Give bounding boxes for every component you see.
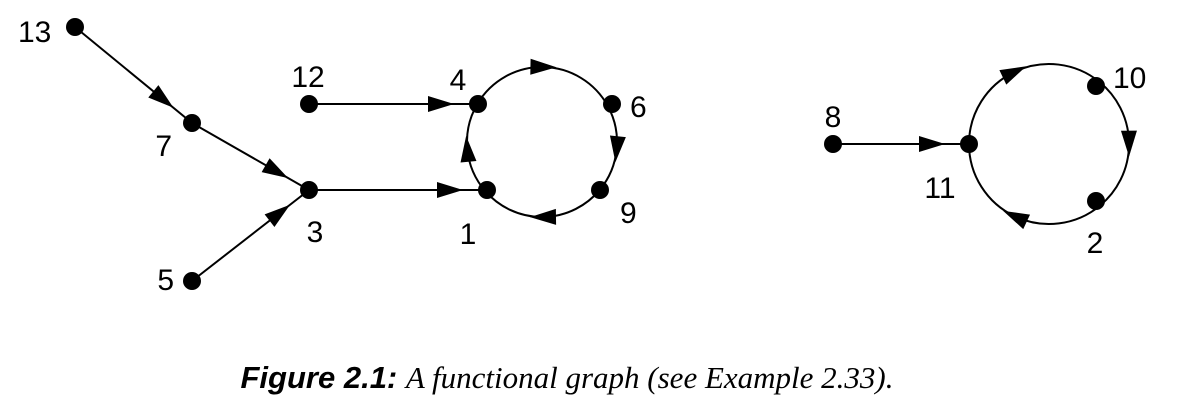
node-label: 8: [825, 101, 842, 134]
node-dot: [66, 18, 84, 36]
node-7: 7: [155, 114, 201, 163]
node-2: 2: [1087, 192, 1105, 260]
edge-line: [191, 122, 310, 191]
node-dot: [1087, 77, 1105, 95]
edge-arc: [1098, 81, 1130, 207]
node-label: 13: [18, 16, 51, 49]
functional-graph: 13 7 3 5 12 4 6 9 1 8 11 10 2: [18, 16, 1146, 297]
node-label: 1: [460, 218, 477, 251]
arrow-head: [428, 96, 454, 112]
edge-3-to-1: [309, 182, 487, 198]
node-5: 5: [157, 264, 201, 297]
node-label: 5: [157, 264, 174, 297]
node-dot: [300, 95, 318, 113]
node-label: 12: [291, 61, 324, 94]
arrow-head: [264, 204, 291, 228]
arrow-head: [999, 66, 1027, 85]
edge-6-to-9: [599, 105, 626, 191]
node-dot: [960, 135, 978, 153]
edge-arc: [968, 63, 1100, 145]
node-label: 9: [620, 197, 637, 230]
node-12: 12: [291, 61, 325, 113]
node-label: 6: [630, 91, 647, 124]
node-3: 3: [300, 181, 323, 249]
arrow-head: [437, 182, 463, 198]
figure-caption: Figure 2.1: A functional graph (see Exam…: [0, 360, 1134, 396]
edge-7-to-3: [191, 122, 310, 191]
arrow-head: [530, 58, 557, 75]
edge-1-to-4: [460, 103, 487, 192]
node-dot: [591, 181, 609, 199]
node-13: 13: [18, 16, 84, 49]
node-9: 9: [591, 181, 637, 230]
edge-line: [191, 189, 310, 282]
node-11: 11: [924, 135, 978, 205]
arrow-head: [609, 135, 626, 163]
node-dot: [469, 95, 487, 113]
arrow-head: [1120, 130, 1137, 157]
node-label: 7: [155, 130, 172, 163]
node-8: 8: [824, 101, 842, 153]
edge-13-to-7: [74, 26, 193, 124]
edge-arc: [968, 143, 1101, 225]
arrow-head: [148, 85, 174, 108]
arrow-head: [261, 158, 289, 179]
edge-arc: [476, 66, 609, 107]
node-dot: [478, 181, 496, 199]
edge-11-to-10: [968, 63, 1100, 145]
edge-12-to-4: [309, 96, 478, 112]
node-6: 6: [603, 91, 647, 124]
node-4: 4: [450, 64, 487, 113]
edge-line: [74, 26, 193, 124]
edge-10-to-2: [1098, 81, 1137, 207]
edge-2-to-11: [968, 143, 1101, 230]
edges-layer: [74, 26, 1137, 282]
node-label: 11: [924, 172, 955, 205]
edge-9-to-1: [484, 189, 601, 225]
edge-arc: [484, 189, 601, 218]
arrow-head: [460, 135, 477, 163]
node-label: 10: [1113, 62, 1146, 95]
node-dot: [1087, 192, 1105, 210]
edge-4-to-6: [476, 58, 609, 107]
node-dot: [183, 114, 201, 132]
arrow-head: [919, 136, 945, 152]
node-label: 2: [1087, 227, 1104, 260]
arrow-head: [1003, 210, 1031, 230]
node-10: 10: [1087, 62, 1146, 95]
node-dot: [824, 135, 842, 153]
caption-text: A functional graph (see Example 2.33).: [405, 360, 894, 395]
edge-8-to-11: [833, 136, 969, 152]
node-dot: [603, 95, 621, 113]
nodes-layer: 13 7 3 5 12 4 6 9 1 8 11 10 2: [18, 16, 1146, 297]
edge-5-to-3: [191, 189, 310, 282]
node-1: 1: [460, 181, 496, 251]
node-label: 4: [450, 64, 467, 97]
node-dot: [183, 272, 201, 290]
arrow-head: [529, 208, 557, 225]
node-dot: [300, 181, 318, 199]
caption-label: Figure 2.1:: [240, 360, 398, 395]
node-label: 3: [307, 216, 324, 249]
